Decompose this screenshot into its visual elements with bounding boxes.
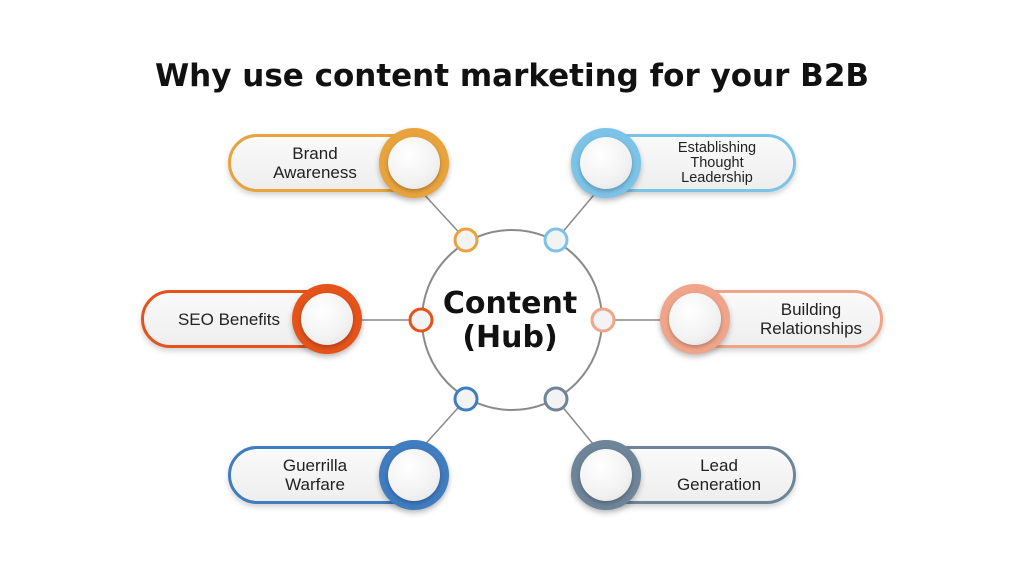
node-building-relationships-line-2: Relationships <box>759 319 863 338</box>
dot-lead-generation <box>543 386 569 412</box>
diagram-title: Why use content marketing for your B2B <box>154 58 870 94</box>
dot-guerrilla-warfare <box>453 386 479 412</box>
node-brand-awareness-line-1: Brand <box>292 144 338 163</box>
node-seo-benefits-knob <box>292 284 362 354</box>
node-seo-benefits: SEO Benefits <box>141 284 362 354</box>
node-building-relationships-knob <box>660 284 730 354</box>
node-guerrilla-warfare-knob <box>379 440 449 510</box>
dot-brand-awareness <box>453 227 479 253</box>
node-guerrilla-warfare-line-2: Warfare <box>285 475 345 494</box>
dot-building-relationships <box>590 307 616 333</box>
hub-line-1: Content <box>442 286 578 321</box>
node-brand-awareness-knob <box>379 128 449 198</box>
node-brand-awareness-line-2: Awareness <box>273 163 357 182</box>
node-lead-generation-knob <box>571 440 641 510</box>
node-thought-leadership-line-2: Thought <box>690 154 744 171</box>
node-thought-leadership-knob <box>571 128 641 198</box>
node-lead-generation-line-1: Lead <box>700 456 738 475</box>
node-thought-leadership-line-1: Establishing <box>677 139 757 156</box>
dot-thought-leadership <box>543 227 569 253</box>
node-seo-benefits-label: SEO Benefits <box>154 293 304 345</box>
node-seo-benefits-line-1: SEO Benefits <box>177 309 281 329</box>
node-thought-leadership-line-3: Leadership <box>681 169 753 186</box>
node-guerrilla-warfare-line-1: Guerrilla <box>282 456 348 475</box>
node-lead-generation-line-2: Generation <box>676 475 762 494</box>
hub-label: Content (Hub) <box>410 287 610 355</box>
dot-seo-benefits <box>408 307 434 333</box>
node-building-relationships-line-1: Building <box>780 300 842 319</box>
hub-line-2: (Hub) <box>462 320 558 355</box>
